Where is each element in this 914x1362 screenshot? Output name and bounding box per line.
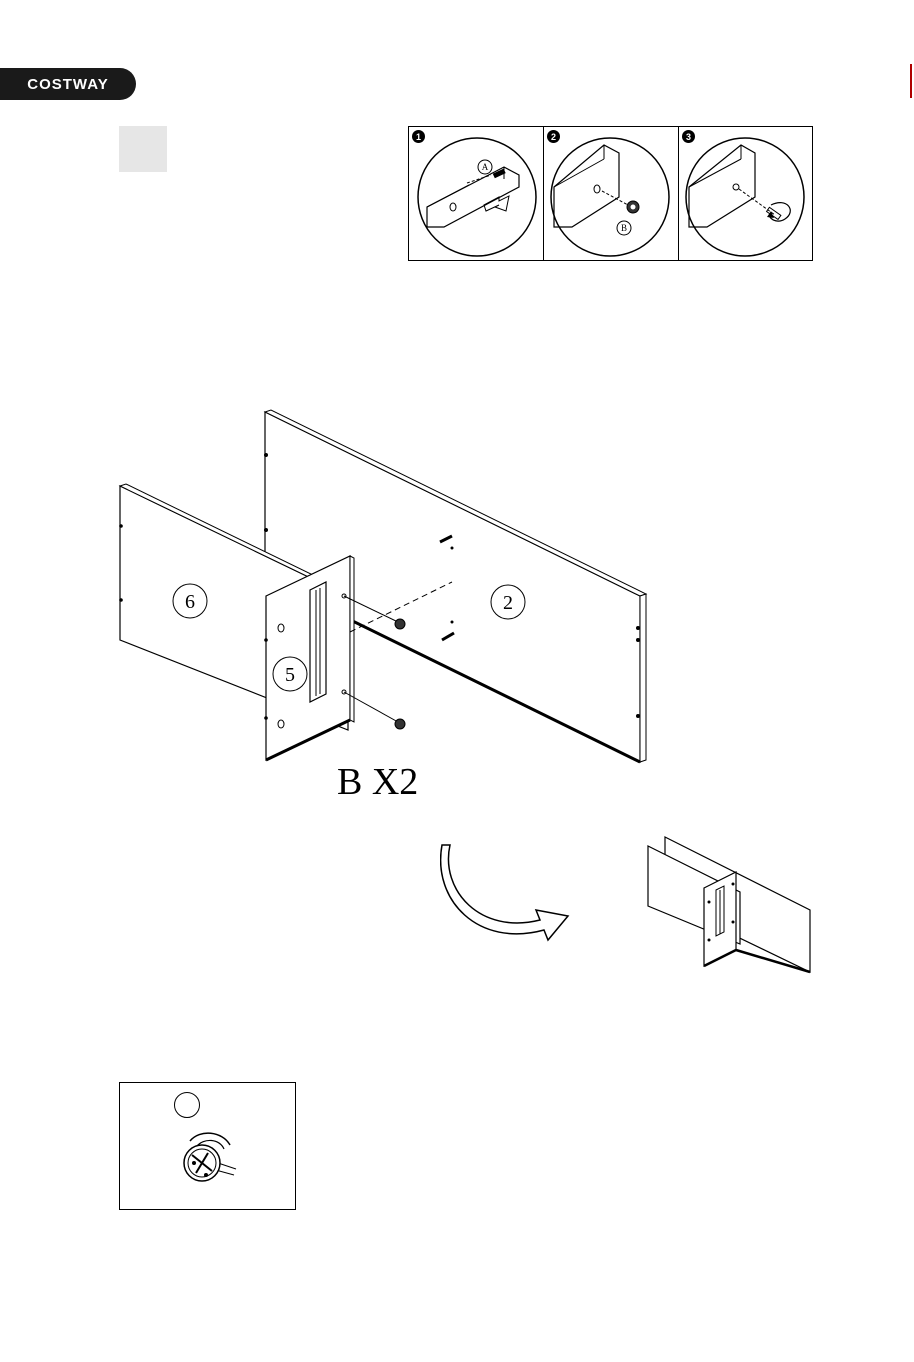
quantity-label: B X2 [337, 760, 418, 804]
assembly-diagram: 6 2 5 [100, 400, 660, 780]
panel-label-2: 2 [503, 592, 513, 614]
step-2-illustration: B [544, 127, 679, 260]
panel-label-6: 6 [185, 591, 195, 613]
instruction-step-1: A 1 [409, 127, 544, 260]
panel-label-5: 5 [285, 664, 295, 686]
assembled-result [640, 832, 820, 982]
cam-lock-b-upper [395, 619, 405, 629]
brand-logo: COSTWAY [0, 68, 136, 100]
instruction-step-2: B 2 [544, 127, 679, 260]
step-badge-2: 2 [547, 130, 560, 143]
rotate-arrow-icon [440, 840, 580, 950]
instruction-step-3: 3 [679, 127, 814, 260]
step-badge-3: 3 [682, 130, 695, 143]
part-letter-a: A [482, 162, 489, 172]
step-number-box [119, 126, 167, 172]
cam-lock-icon [160, 1123, 250, 1203]
step-1-illustration: A [409, 127, 544, 260]
cam-lock-instructions: A 1 B 2 3 [408, 126, 813, 261]
page-edge-mark [910, 64, 912, 98]
hardware-callout [119, 1082, 296, 1210]
step-3-illustration [679, 127, 814, 260]
hardware-label-circle [174, 1092, 200, 1118]
cam-lock-b-lower [395, 719, 405, 729]
step-badge-1: 1 [412, 130, 425, 143]
part-letter-b: B [621, 223, 627, 233]
